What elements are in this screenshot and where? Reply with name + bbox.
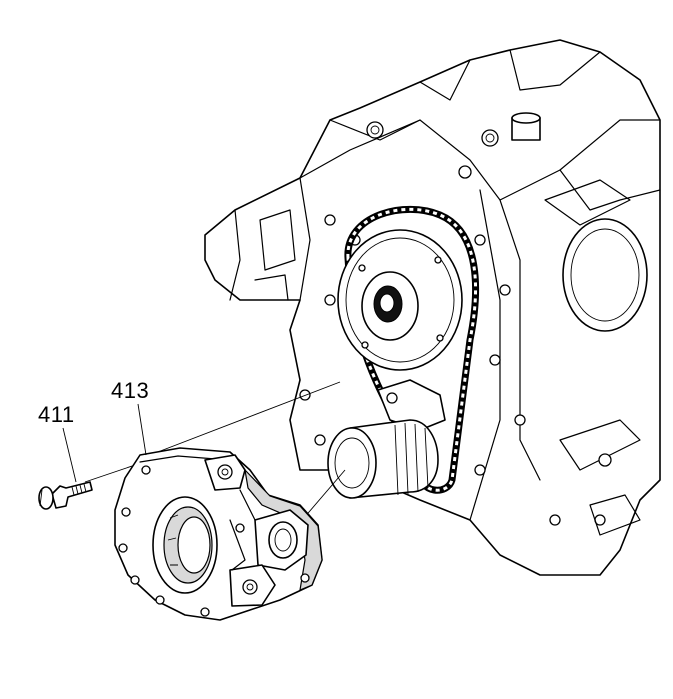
callout-leaders xyxy=(62,403,147,483)
cam-sprocket xyxy=(337,229,463,371)
oil-pump-cover xyxy=(114,447,323,621)
chain-guide xyxy=(377,379,446,431)
timing-chain xyxy=(344,205,480,494)
crank-nose xyxy=(327,419,439,499)
callout-label-413: 413 xyxy=(111,378,150,403)
callout-label-411: 411 xyxy=(38,402,75,427)
bolt xyxy=(38,481,93,510)
